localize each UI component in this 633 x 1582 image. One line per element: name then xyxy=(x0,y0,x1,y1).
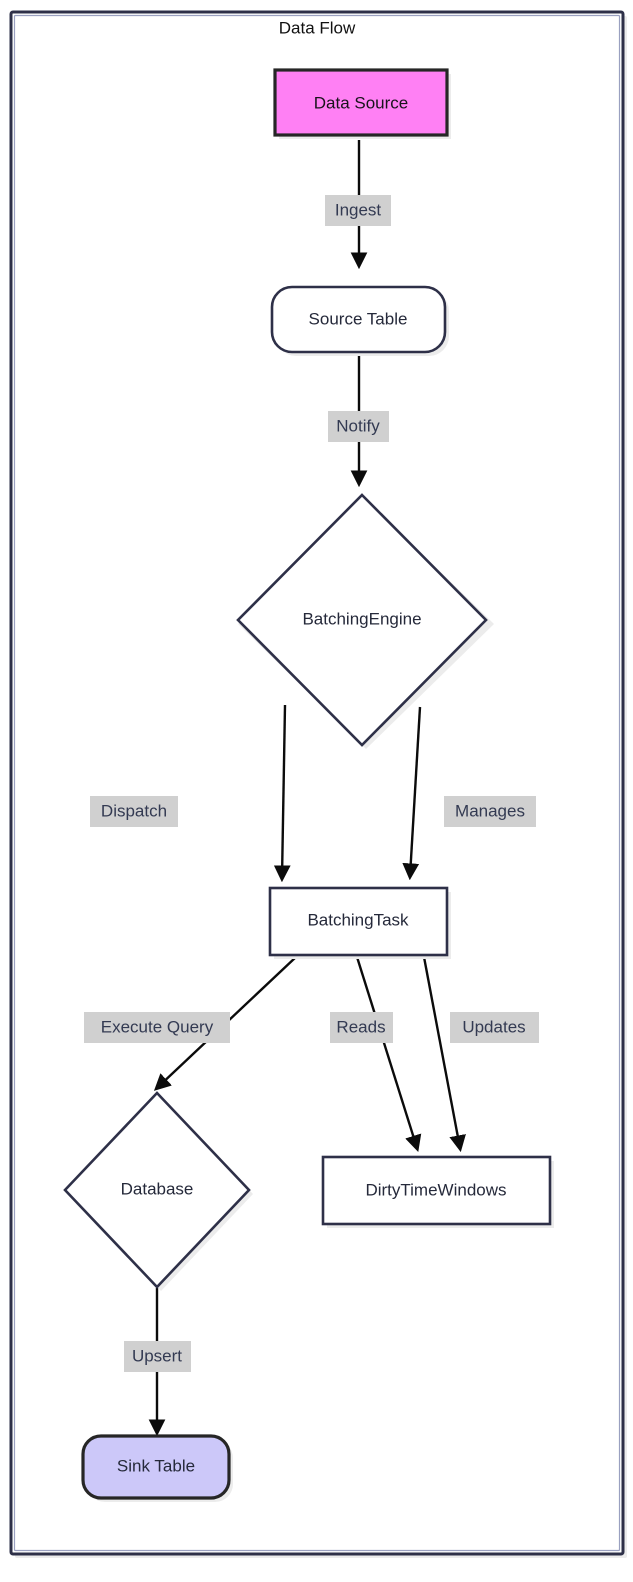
edge-updates-line xyxy=(422,956,466,1153)
manages-label-bg xyxy=(444,796,536,827)
ingest-label-bg xyxy=(325,195,391,226)
node-batching-engine[interactable]: BatchingEngine xyxy=(236,493,494,749)
data-source-label: Data Source xyxy=(314,93,409,112)
reads-label: Reads xyxy=(336,1017,385,1036)
notify-label-bg xyxy=(328,411,389,442)
updates-label: Updates xyxy=(462,1017,525,1036)
subgraph-inner-border xyxy=(13,14,621,1552)
database-shape xyxy=(63,1091,251,1289)
dispatch-label: Dispatch xyxy=(101,801,167,820)
sink-table-label: Sink Table xyxy=(117,1456,195,1475)
reads-label-bg xyxy=(330,1012,393,1043)
node-dirty-time-windows[interactable]: DirtyTimeWindows xyxy=(321,1155,554,1228)
edge-label-reads: Reads xyxy=(330,1012,393,1043)
notify-label: Notify xyxy=(336,416,380,435)
execute-query-label-bg xyxy=(84,1012,230,1043)
node-database[interactable]: Database xyxy=(63,1091,253,1291)
dirty-time-windows-shape xyxy=(321,1155,552,1226)
batching-task-label: BatchingTask xyxy=(307,910,409,929)
batching-engine-label: BatchingEngine xyxy=(302,609,421,628)
data-source-shape xyxy=(273,68,449,137)
source-table-shape xyxy=(270,285,447,354)
updates-label-bg xyxy=(450,1012,539,1043)
node-data-source[interactable]: Data Source xyxy=(273,68,451,139)
dispatch-label-bg xyxy=(90,796,178,827)
sink-table-shape xyxy=(81,1434,231,1500)
edge-manages-line xyxy=(402,706,422,881)
ingest-label: Ingest xyxy=(335,200,382,219)
source-table-label: Source Table xyxy=(309,309,408,328)
edge-reads-line xyxy=(355,956,422,1153)
execute-query-label: Execute Query xyxy=(101,1017,214,1036)
node-sink-table[interactable]: Sink Table xyxy=(81,1434,233,1502)
node-batching-task[interactable]: BatchingTask xyxy=(268,886,451,959)
database-label: Database xyxy=(121,1179,194,1198)
batching-task-shape xyxy=(268,886,449,957)
node-source-table[interactable]: Source Table xyxy=(270,285,449,356)
edge-label-manages: Manages xyxy=(444,796,536,827)
subgraph-border xyxy=(9,10,625,1556)
manages-label: Manages xyxy=(455,801,525,820)
upsert-label-bg xyxy=(124,1341,191,1372)
edge-label-ingest: Ingest xyxy=(325,195,391,226)
dirty-time-windows-label: DirtyTimeWindows xyxy=(365,1180,506,1199)
batching-engine-shape xyxy=(236,493,488,747)
edge-label-dispatch: Dispatch xyxy=(90,796,178,827)
edge-label-updates: Updates xyxy=(450,1012,539,1043)
edge-label-notify: Notify xyxy=(328,411,389,442)
edge-label-upsert: Upsert xyxy=(124,1341,191,1372)
edge-dispatch-line xyxy=(273,704,291,883)
subgraph-title: Data Flow xyxy=(279,18,356,37)
edge-labels-layer: Ingest Notify Dispatch Manages Execute Q… xyxy=(84,195,539,1372)
edge-label-execute-query: Execute Query xyxy=(84,1012,230,1043)
upsert-label: Upsert xyxy=(132,1346,182,1365)
